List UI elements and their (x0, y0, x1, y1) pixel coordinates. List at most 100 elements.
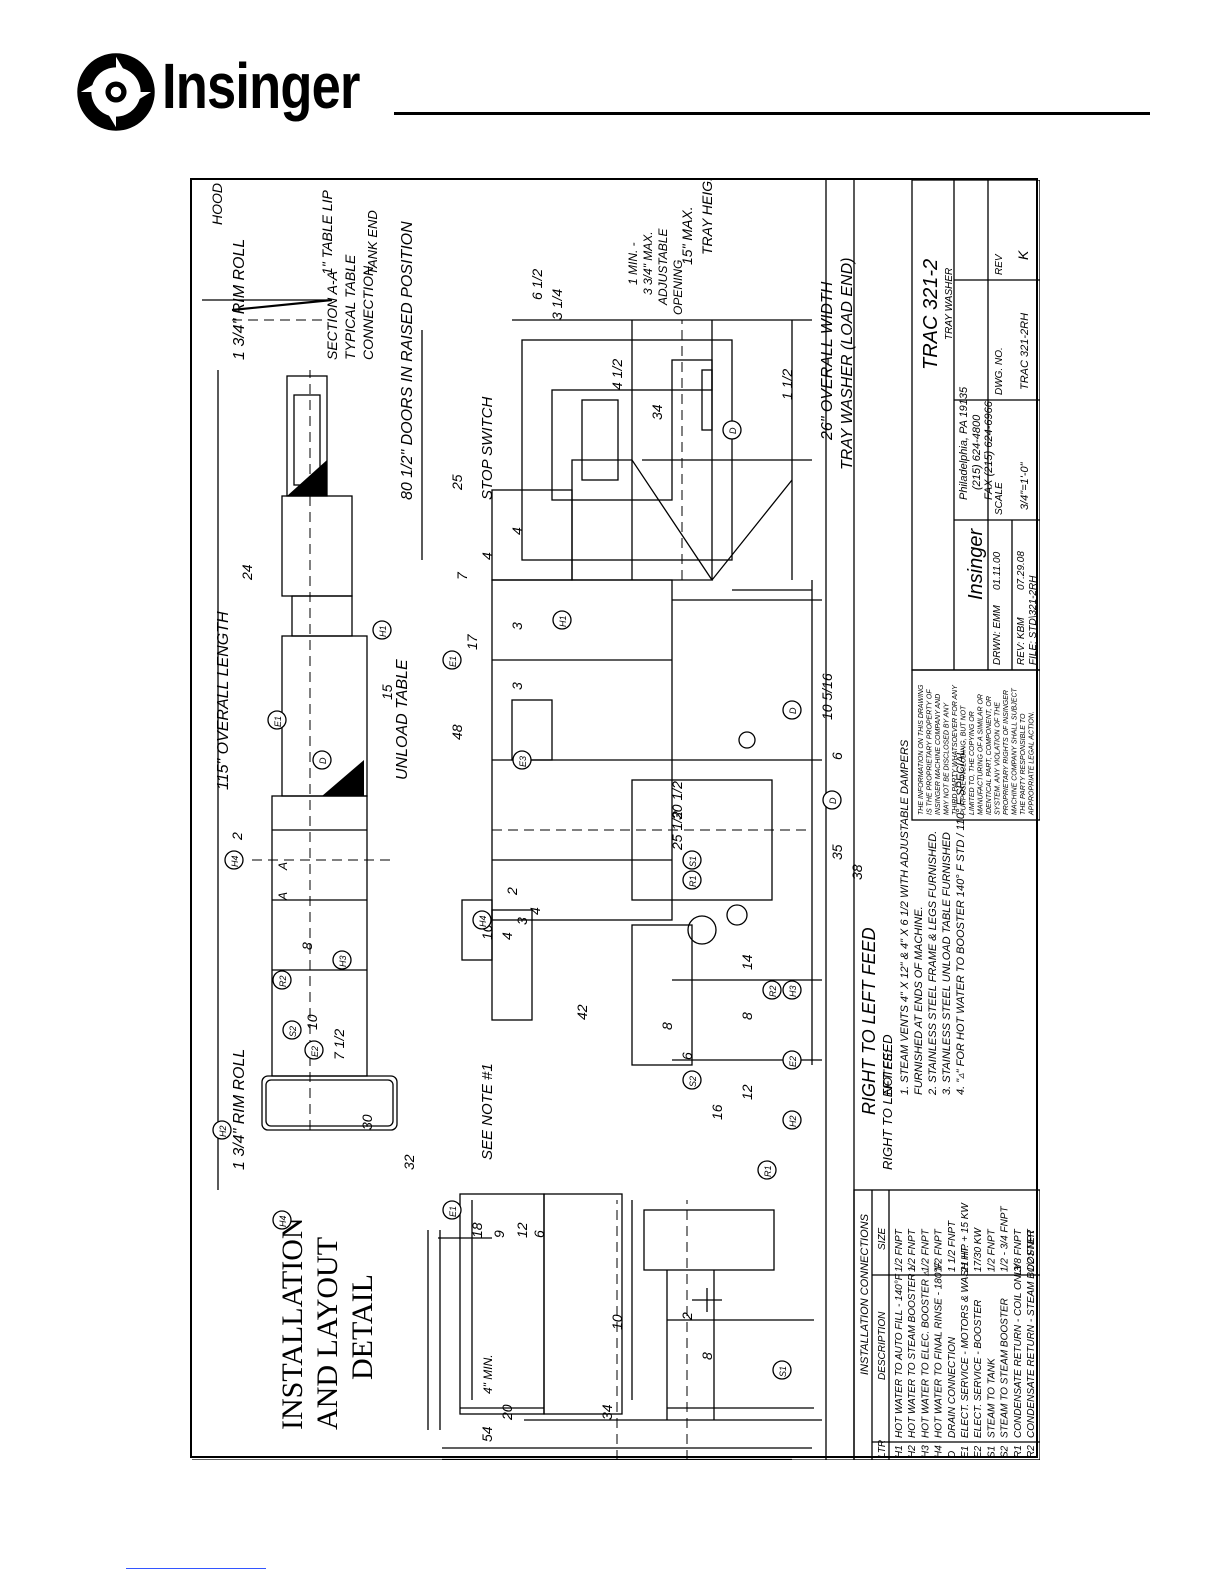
svg-text:S1: S1 (688, 856, 698, 867)
connection-cell: HOT WATER TO STEAM BOOSTER ▵ (907, 1265, 918, 1438)
connection-cell: H4 (934, 1445, 945, 1458)
tank-end-label: TANK END (365, 210, 380, 275)
connection-cell: STEAM TO TANK (986, 1357, 997, 1438)
dim-17: 17 (464, 633, 480, 650)
company-address: Philadelphia, PA 19135 (958, 386, 970, 500)
adjustable-3: ADJUSTABLE (656, 228, 670, 306)
connections-title: INSTALLATION CONNECTIONS (859, 1213, 871, 1375)
dim-1-1-2: 1 1/2 (779, 369, 795, 400)
connection-cell: 21 HP + 15 KW (960, 1202, 971, 1273)
connection-cell: 1/2 FNPT (934, 1228, 945, 1272)
section-a-a: 1 3/4" RIM ROLL HOOD 1" TABLE LIP TANK E… (202, 183, 380, 360)
callout-r1-side: R1 (682, 870, 702, 890)
svg-text:H2: H2 (218, 1125, 228, 1137)
dim-20: 20 (499, 1404, 515, 1421)
footer-link-rule (126, 1568, 266, 1569)
connection-cell: 3/8 FNPT (1013, 1228, 1024, 1272)
dim-12b: 12 (739, 1084, 755, 1100)
company-phone: (215) 624-4800 (971, 414, 983, 490)
brand-name: Insinger (162, 50, 360, 122)
tray-height-label: TRAY HEIGHT (699, 180, 715, 255)
callout-e1-side: E1 (442, 650, 462, 670)
connection-cell: 1/2 FNPT (1026, 1228, 1037, 1272)
dim-2b: 2 (229, 832, 245, 841)
disclaimer-line: IDENTICAL PART, COMPONENT, OR (986, 696, 993, 815)
dim-25: 25 (449, 474, 465, 491)
connection-cell: H1 (894, 1445, 905, 1458)
dim-10-5-16: 10 5/16 (819, 673, 835, 720)
svg-text:E2: E2 (310, 1046, 320, 1057)
dim-4c: 4 (499, 932, 515, 940)
section-a-top: A (276, 862, 290, 871)
dim-48: 48 (449, 724, 465, 740)
svg-text:E2: E2 (788, 1056, 798, 1067)
connections-table: INSTALLATION CONNECTIONS LTR DESCRIPTION… (853, 1189, 1040, 1460)
callout-d-plan: D (312, 750, 332, 770)
dim-32: 32 (401, 1154, 417, 1170)
svg-text:H3: H3 (338, 955, 348, 967)
dim-3d: 3 (509, 682, 525, 690)
section-sub1-label: TYPICAL TABLE (342, 254, 358, 360)
connection-cell: 17/30 KW (973, 1227, 984, 1272)
disclaimer-line: IS THE PROPRIETARY PROPERTY OF (927, 689, 934, 815)
installation-drawing: INSTALLATION AND LAYOUT DETAIL 1 3/4" RI… (192, 180, 1040, 1460)
feed-label: RIGHT TO LEFT FEED (880, 1034, 895, 1170)
connection-cell: E2 (973, 1445, 984, 1458)
callout-d-side: D (782, 700, 802, 720)
col-size: SIZE (877, 1227, 888, 1250)
connection-cell: 1/2 FNPT (920, 1228, 931, 1272)
title-line-2: AND LAYOUT (311, 1237, 344, 1430)
col-ltr: LTR (877, 1440, 888, 1458)
title-line-3: DETAIL (346, 1274, 379, 1380)
callout-d-side-2: D (822, 790, 842, 810)
section-a-bottom: A (276, 892, 290, 901)
dim-10b: 10 (304, 1014, 320, 1030)
adjustable-2: 3 3/4" MAX. (641, 231, 655, 295)
dim-7-1-2: 7 1/2 (331, 1029, 347, 1060)
dim-7: 7 (454, 571, 470, 580)
svg-text:E1: E1 (448, 656, 458, 667)
connection-cell: 1/2 - 3/4 FNPT (1000, 1206, 1011, 1272)
connection-cell: H2 (907, 1445, 918, 1458)
svg-text:S2: S2 (688, 1076, 698, 1087)
callout-h4-plan: H4 (224, 850, 244, 870)
connection-cell: S1 (986, 1446, 997, 1458)
model-number: TRAC 321-2 (920, 259, 942, 370)
dim-4d: 4 (527, 907, 543, 915)
svg-text:R2: R2 (768, 985, 778, 997)
connection-cell: CONDENSATE RETURN - COIL ONLY (1013, 1262, 1024, 1438)
connection-cell: R2 (1026, 1445, 1037, 1458)
disclaimer-line: INSINGER MACHINE COMPANY AND (935, 694, 942, 815)
dim-8: 8 (699, 1352, 715, 1360)
connection-cell: DRAIN CONNECTION (947, 1336, 958, 1438)
svg-text:R2: R2 (278, 975, 288, 987)
dim-34b: 34 (649, 404, 665, 420)
page-header: Insinger (0, 0, 1225, 160)
hood-label: HOOD (209, 183, 225, 225)
note-1: 1. STEAM VENTS 4" X 12" & 4" X 6 1/2 WIT… (899, 739, 911, 1095)
disclaimer-line: MANUFACTURING OF A SIMILAR OR (978, 694, 985, 815)
dim-6b: 6 (679, 1052, 695, 1060)
svg-text:D: D (788, 707, 798, 714)
note-4: 4. "▵" FOR HOT WATER TO BOOSTER 140° F S… (955, 746, 967, 1095)
unload-table-label: UNLOAD TABLE (394, 659, 411, 780)
connection-cell: H3 (920, 1445, 931, 1458)
plan-view: 115" OVERALL LENGTH UNLOAD TABLE 32 30 7… (215, 370, 417, 1190)
callout-h3-plan: H3 (332, 950, 352, 970)
dim-30-1-2: 30 1/2 (669, 781, 685, 820)
callout-e1-left: E1 (442, 1200, 462, 1220)
svg-text:S2: S2 (288, 1026, 298, 1037)
dim-25-1-2: 25 1/2 (669, 811, 685, 851)
callout-s1-side: S1 (682, 850, 702, 870)
dim-16: 16 (709, 1104, 725, 1120)
feed-direction-label: RIGHT TO LEFT FEED (859, 927, 879, 1115)
svg-text:H3: H3 (788, 985, 798, 997)
callout-h4-end: H4 (272, 1210, 292, 1230)
svg-text:E1: E1 (448, 1206, 458, 1217)
product-name: TRAY WASHER (944, 268, 955, 340)
disclaimer-line: THE INFORMATION ON THIS DRAWING (918, 684, 925, 815)
callout-r1-left: R1 (757, 1160, 777, 1180)
notes-block: NOTES: 1. STEAM VENTS 4" X 12" & 4" X 6 … (881, 739, 967, 1096)
disclaimer-line: APPROPRIATE LEGAL ACTION. (1029, 711, 1036, 816)
svg-text:R1: R1 (688, 875, 698, 887)
